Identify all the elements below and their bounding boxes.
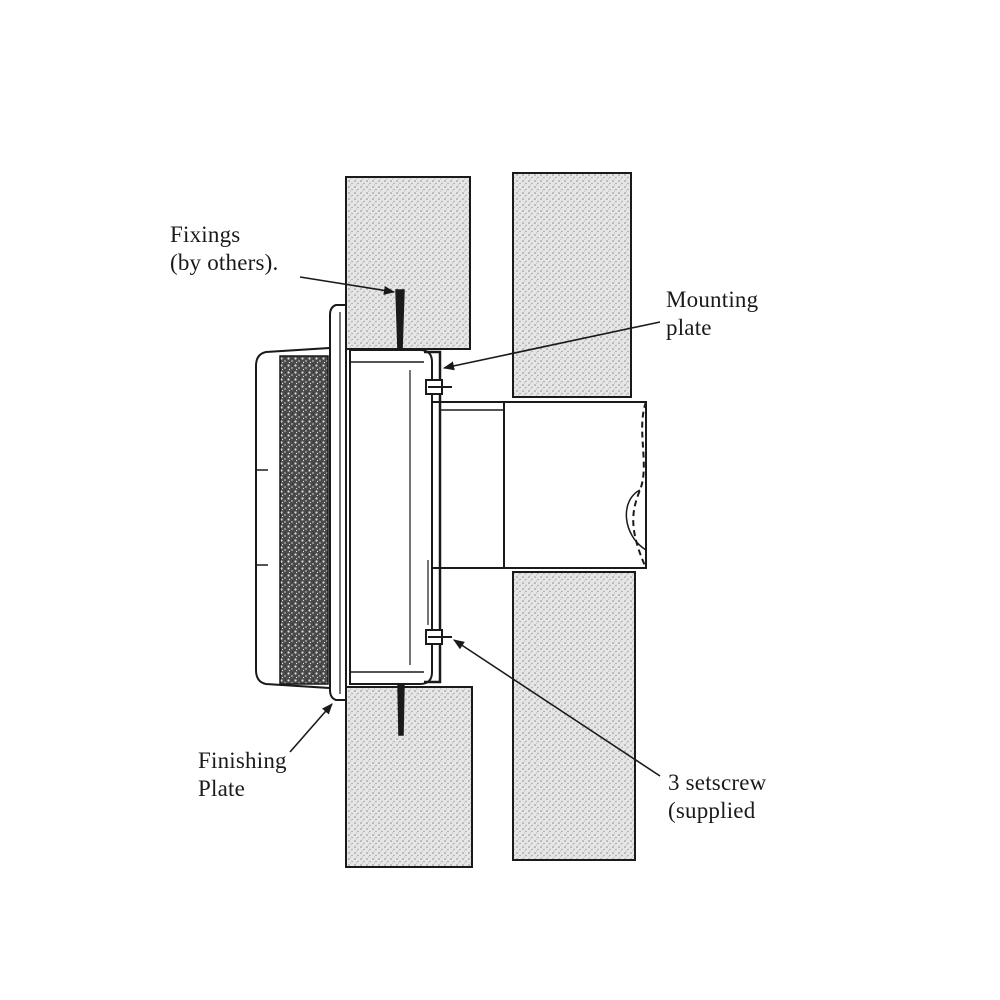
acoustic-foam	[279, 355, 329, 685]
finishing-plate	[329, 304, 347, 701]
label-setscrew: 3 setscrew (supplied	[668, 769, 766, 825]
label-setscrew-line1: 3 setscrew	[668, 770, 767, 795]
label-mounting-plate: Mounting plate	[666, 286, 758, 342]
outer-wall-leaf	[512, 172, 636, 861]
label-finishing-line1: Finishing	[198, 748, 287, 773]
outer-wall-upper-block	[512, 172, 632, 398]
leader-finishing-plate	[289, 703, 333, 753]
front-grille	[255, 346, 331, 690]
mounting-plate	[424, 350, 442, 684]
label-fixings-line1: Fixings	[170, 222, 241, 247]
duct-sleeve	[439, 401, 647, 569]
label-setscrew-line2: (supplied	[668, 798, 756, 823]
inner-wall-upper-block	[345, 176, 471, 350]
fixing-screw-lower	[397, 683, 405, 736]
inner-wall-lower-block	[345, 686, 473, 868]
label-finishing-line2: Plate	[198, 776, 245, 801]
label-finishing-plate: Finishing Plate	[198, 747, 287, 803]
leader-lines	[289, 276, 661, 777]
leader-mounting-plate	[442, 321, 661, 371]
fixing-screws	[395, 289, 405, 736]
fan-housing	[349, 349, 452, 685]
label-mounting-line2: plate	[666, 315, 712, 340]
leader-fixings	[299, 276, 396, 295]
label-fixings-line2: (by others).	[170, 250, 279, 275]
fixing-screw-upper	[395, 289, 405, 351]
label-mounting-line1: Mounting	[666, 287, 759, 312]
outer-wall-lower-block	[512, 571, 636, 861]
label-fixings: Fixings (by others).	[170, 221, 278, 277]
inner-wall-leaf	[345, 176, 473, 868]
leader-setscrew	[453, 639, 661, 777]
